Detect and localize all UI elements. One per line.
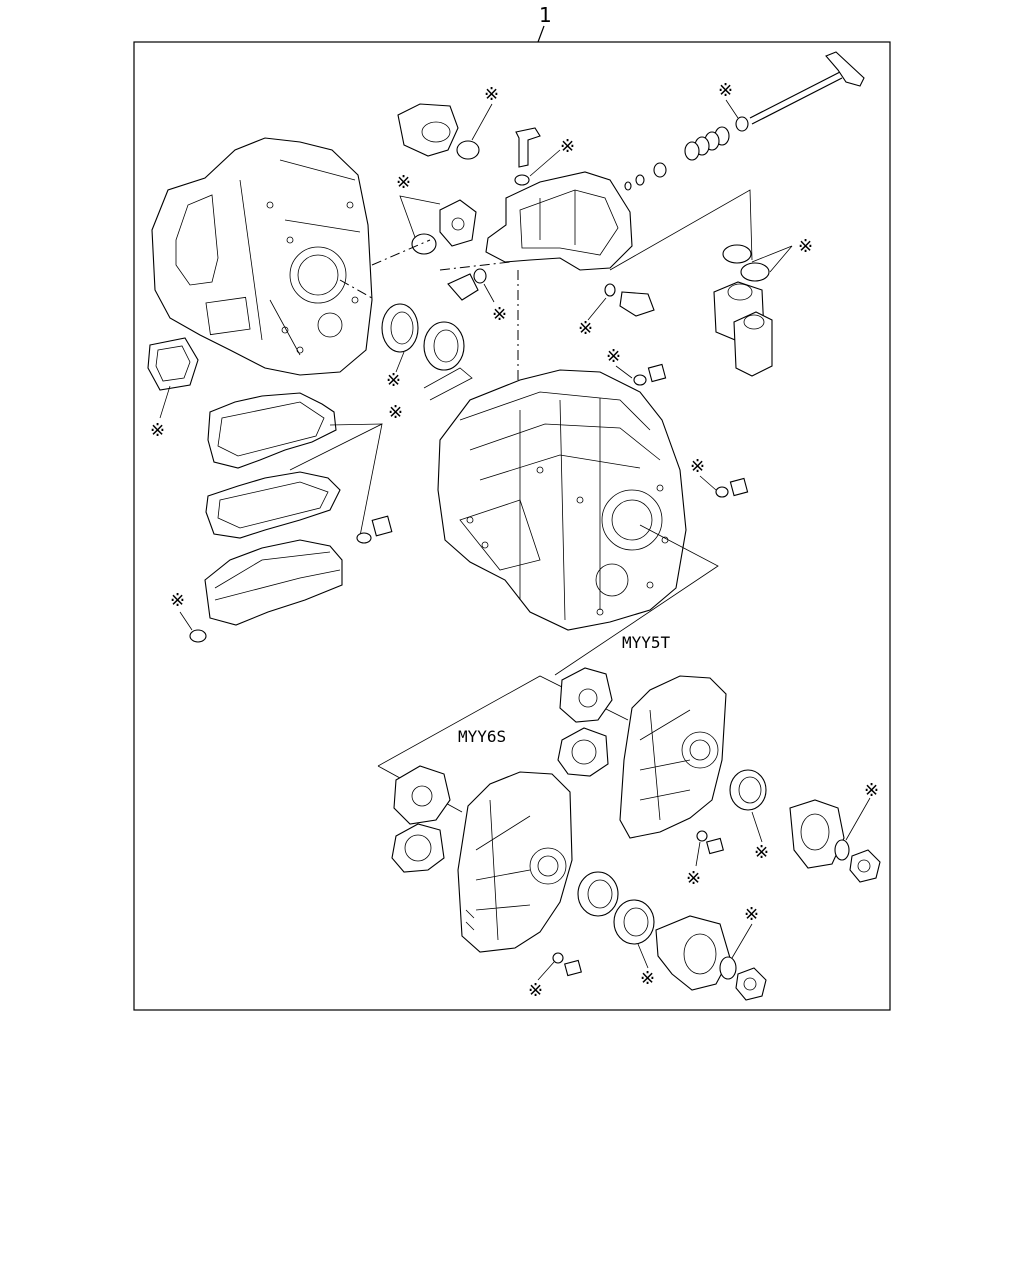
oring — [722, 244, 752, 264]
asterisk-marker: ※ — [606, 346, 621, 367]
asterisk-marker: ※ — [388, 402, 403, 423]
drain-plug — [647, 363, 667, 383]
myy6s-rear-case-gasket — [391, 765, 451, 873]
oring — [633, 374, 647, 386]
detent-spring — [624, 126, 730, 191]
asterisk-marker: ※ — [396, 172, 411, 193]
myy5t-rear-case — [619, 675, 727, 839]
myy6s-output-flange — [655, 915, 731, 991]
diagram-frame — [133, 41, 891, 1011]
oring — [552, 952, 564, 964]
variant-label-myy5t: MYY5T — [622, 633, 671, 652]
asterisk-marker: ※ — [386, 370, 401, 391]
neutral-switch — [447, 273, 479, 301]
asterisk-marker: ※ — [754, 842, 769, 863]
asterisk-marker: ※ — [560, 136, 575, 157]
inspection-cover-gasket — [147, 337, 199, 391]
oring — [514, 174, 530, 186]
input-bearing — [423, 321, 465, 371]
flange-nut — [849, 849, 881, 883]
asterisk-marker: ※ — [170, 590, 185, 611]
asterisk-marker: ※ — [798, 236, 813, 257]
transmission-case — [437, 369, 687, 631]
oring — [735, 116, 749, 132]
asterisk-marker: ※ — [690, 456, 705, 477]
top-cover-gasket-2 — [205, 471, 341, 539]
asterisk-marker: ※ — [578, 318, 593, 339]
asterisk-marker: ※ — [718, 80, 733, 101]
shift-shaft — [749, 51, 865, 125]
shift-solenoid-valve-2 — [733, 311, 773, 377]
myy5t-output-bearing — [729, 769, 767, 811]
oring — [719, 956, 737, 980]
filler-plug — [729, 477, 749, 497]
myy5t-rear-case-gasket — [557, 667, 613, 777]
cover-plug-bolt — [356, 515, 393, 544]
gasket-cover-small — [439, 199, 477, 247]
asterisk-marker: ※ — [864, 780, 879, 801]
shift-housing — [485, 171, 633, 271]
asterisk-marker: ※ — [492, 304, 507, 325]
gear-position-sensor — [619, 291, 655, 317]
myy6s-oil-seal — [613, 899, 655, 945]
top-cover — [204, 539, 343, 626]
asterisk-marker: ※ — [528, 980, 543, 1001]
oring — [696, 830, 708, 842]
input-oil-seal — [381, 303, 419, 353]
assembly-ref-leader — [537, 25, 545, 43]
asterisk-marker: ※ — [484, 84, 499, 105]
bolt — [564, 959, 582, 977]
myy5t-output-flange — [789, 799, 845, 869]
oring — [740, 262, 770, 282]
oring — [189, 629, 207, 643]
asterisk-marker: ※ — [640, 968, 655, 989]
assembly-ref-number: 1 — [539, 3, 552, 27]
oring — [604, 283, 616, 297]
oring — [473, 268, 487, 284]
oring — [411, 233, 437, 255]
asterisk-marker: ※ — [686, 868, 701, 889]
oring — [834, 839, 850, 861]
oring — [456, 140, 480, 160]
flange-nut — [735, 967, 767, 1001]
myy6s-rear-case — [457, 771, 573, 953]
oring — [715, 486, 729, 498]
asterisk-marker: ※ — [150, 420, 165, 441]
variant-label-myy6s: MYY6S — [458, 727, 506, 746]
shift-pin — [515, 127, 541, 168]
bolt — [706, 837, 724, 855]
clutch-housing — [151, 137, 373, 376]
myy6s-output-bearing — [577, 871, 619, 917]
shift-solenoid — [397, 103, 459, 157]
asterisk-marker: ※ — [744, 904, 759, 925]
top-cover-gasket-1 — [207, 392, 337, 469]
